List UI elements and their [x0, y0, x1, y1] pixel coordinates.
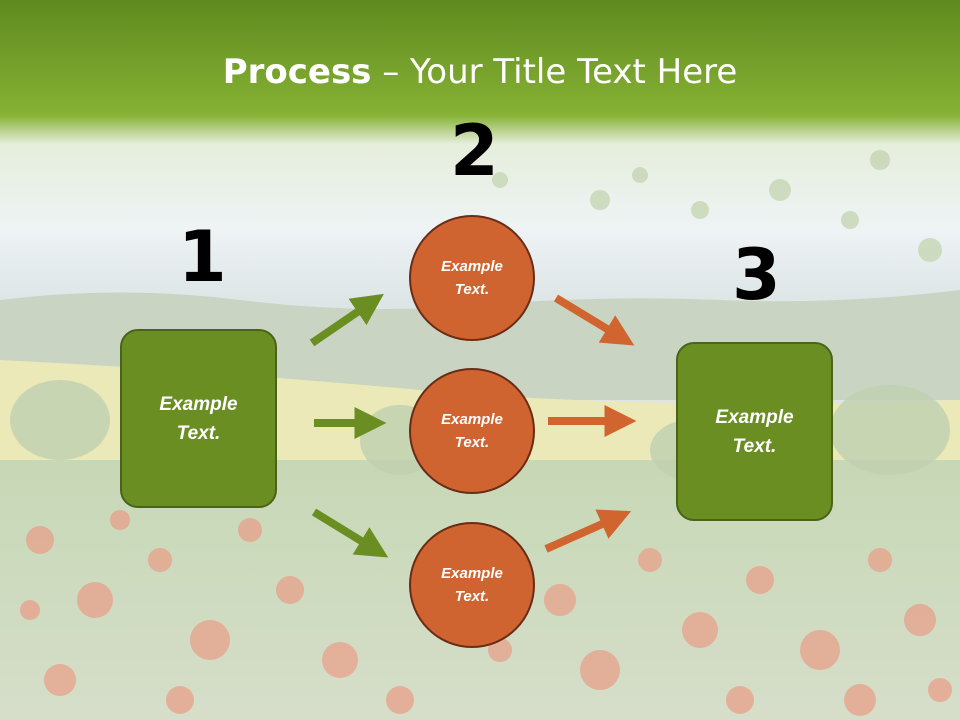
step-3-box: Example Text.	[676, 342, 833, 521]
circle-top-line2: Text.	[454, 281, 490, 298]
title-bold: Process	[222, 52, 372, 92]
arrow-green-down	[311, 508, 389, 558]
arrow-green-up	[309, 293, 384, 347]
circle-bottom-line2: Text.	[454, 588, 490, 605]
step-1-line1: Example	[159, 393, 238, 415]
title-rest: – Your Title Text Here	[371, 52, 738, 92]
circle-top-line1: Example	[441, 258, 503, 275]
step-2-circle-middle: Example Text.	[409, 368, 535, 494]
step-number-2: 2	[450, 110, 499, 192]
step-2-circle-top: Example Text.	[409, 215, 535, 341]
step-3-line2: Text.	[732, 435, 777, 457]
step-number-1: 1	[178, 216, 227, 298]
step-3-line1: Example	[715, 406, 794, 428]
arrow-orange-up	[544, 509, 632, 553]
step-2-circle-bottom: Example Text.	[409, 522, 535, 648]
circle-bottom-line1: Example	[441, 565, 503, 582]
circle-middle-line1: Example	[441, 411, 503, 428]
step-number-3: 3	[732, 234, 781, 316]
slide-title: Process – Your Title Text Here	[0, 52, 960, 92]
arrow-orange-down	[553, 294, 635, 346]
circle-middle-line2: Text.	[454, 434, 490, 451]
step-1-line2: Text.	[176, 422, 221, 444]
step-1-box: Example Text.	[120, 329, 277, 508]
